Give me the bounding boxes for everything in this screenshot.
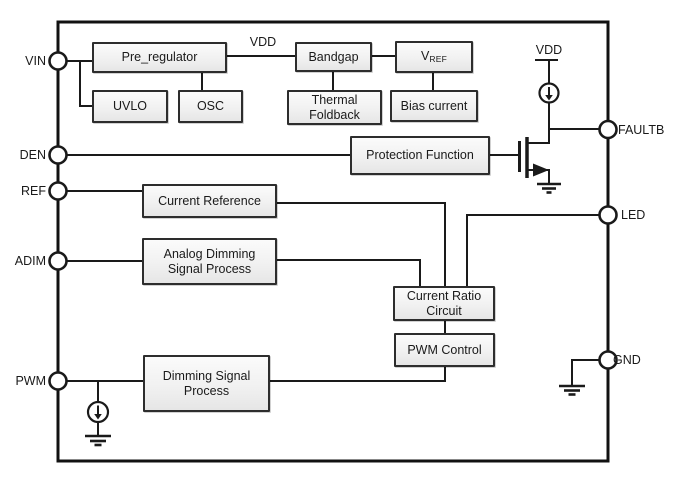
pin-den — [48, 145, 68, 165]
current-source-top — [538, 82, 560, 104]
ground-pwm — [85, 434, 111, 447]
pin-led — [598, 205, 618, 225]
pin-vin — [48, 51, 68, 71]
wire-led-ratio — [466, 214, 608, 286]
net-label-vdd-internal: VDD — [249, 35, 277, 49]
current-source-arrowhead — [545, 95, 553, 101]
block-bandgap: Bandgap — [295, 42, 372, 72]
block-uvlo: UVLO — [92, 90, 168, 123]
block-pre-regulator: Pre_regulator — [92, 42, 227, 73]
block-osc: OSC — [178, 90, 243, 123]
pin-label-faultb: FAULTB — [618, 123, 665, 137]
nmos-source-arrow — [533, 163, 549, 177]
block-analog-dimming-signal-process: Analog Dimming Signal Process — [142, 238, 277, 285]
wire-network — [58, 55, 608, 435]
pin-label-gnd: GND — [613, 353, 641, 367]
vref-main-text: V — [421, 49, 430, 64]
wire-pwm-net — [58, 380, 143, 435]
pin-label-vin: VIN — [25, 54, 46, 68]
pin-pwm — [48, 371, 68, 391]
block-current-reference: Current Reference — [142, 184, 277, 218]
block-dimming-signal-process: Dimming Signal Process — [143, 355, 270, 412]
pin-label-adim: ADIM — [14, 254, 46, 268]
chip-outline — [56, 20, 610, 463]
block-thermal-foldback: Thermal Foldback — [287, 90, 382, 125]
pin-label-pwm: PWM — [15, 374, 46, 388]
block-pwm-control: PWM Control — [394, 333, 495, 367]
block-vref: VREF — [395, 41, 473, 73]
pin-circles — [48, 51, 618, 391]
wire-dimming-pwmcontrol — [270, 367, 446, 382]
net-label-vdd-supply: VDD — [535, 43, 563, 57]
block-protection-function: Protection Function — [350, 136, 490, 175]
nmos-transistor — [518, 137, 550, 183]
wire-vdd-supply — [535, 59, 558, 129]
pin-label-led: LED — [621, 208, 646, 222]
current-source-arrowhead — [94, 414, 102, 420]
wire-currentref-ratio — [277, 202, 446, 286]
vref-label: VREF — [421, 49, 447, 64]
vref-subscript-text: REF — [429, 54, 447, 65]
ground-mosfet — [537, 182, 561, 194]
wire-drain-stub — [527, 129, 550, 144]
wire-analog-ratio — [277, 259, 421, 286]
pin-ref — [48, 181, 68, 201]
block-bias-current: Bias current — [390, 90, 478, 122]
pin-faultb — [598, 119, 618, 140]
ground-gnd-pin — [559, 384, 585, 396]
block-current-ratio-circuit: Current Ratio Circuit — [393, 286, 495, 321]
current-source-pwm — [86, 400, 110, 424]
pin-adim — [48, 251, 68, 271]
pin-label-den: DEN — [19, 148, 46, 162]
pin-label-ref: REF — [21, 184, 46, 198]
pin-gnd — [598, 350, 618, 370]
wire-gnd-ground — [571, 359, 608, 385]
